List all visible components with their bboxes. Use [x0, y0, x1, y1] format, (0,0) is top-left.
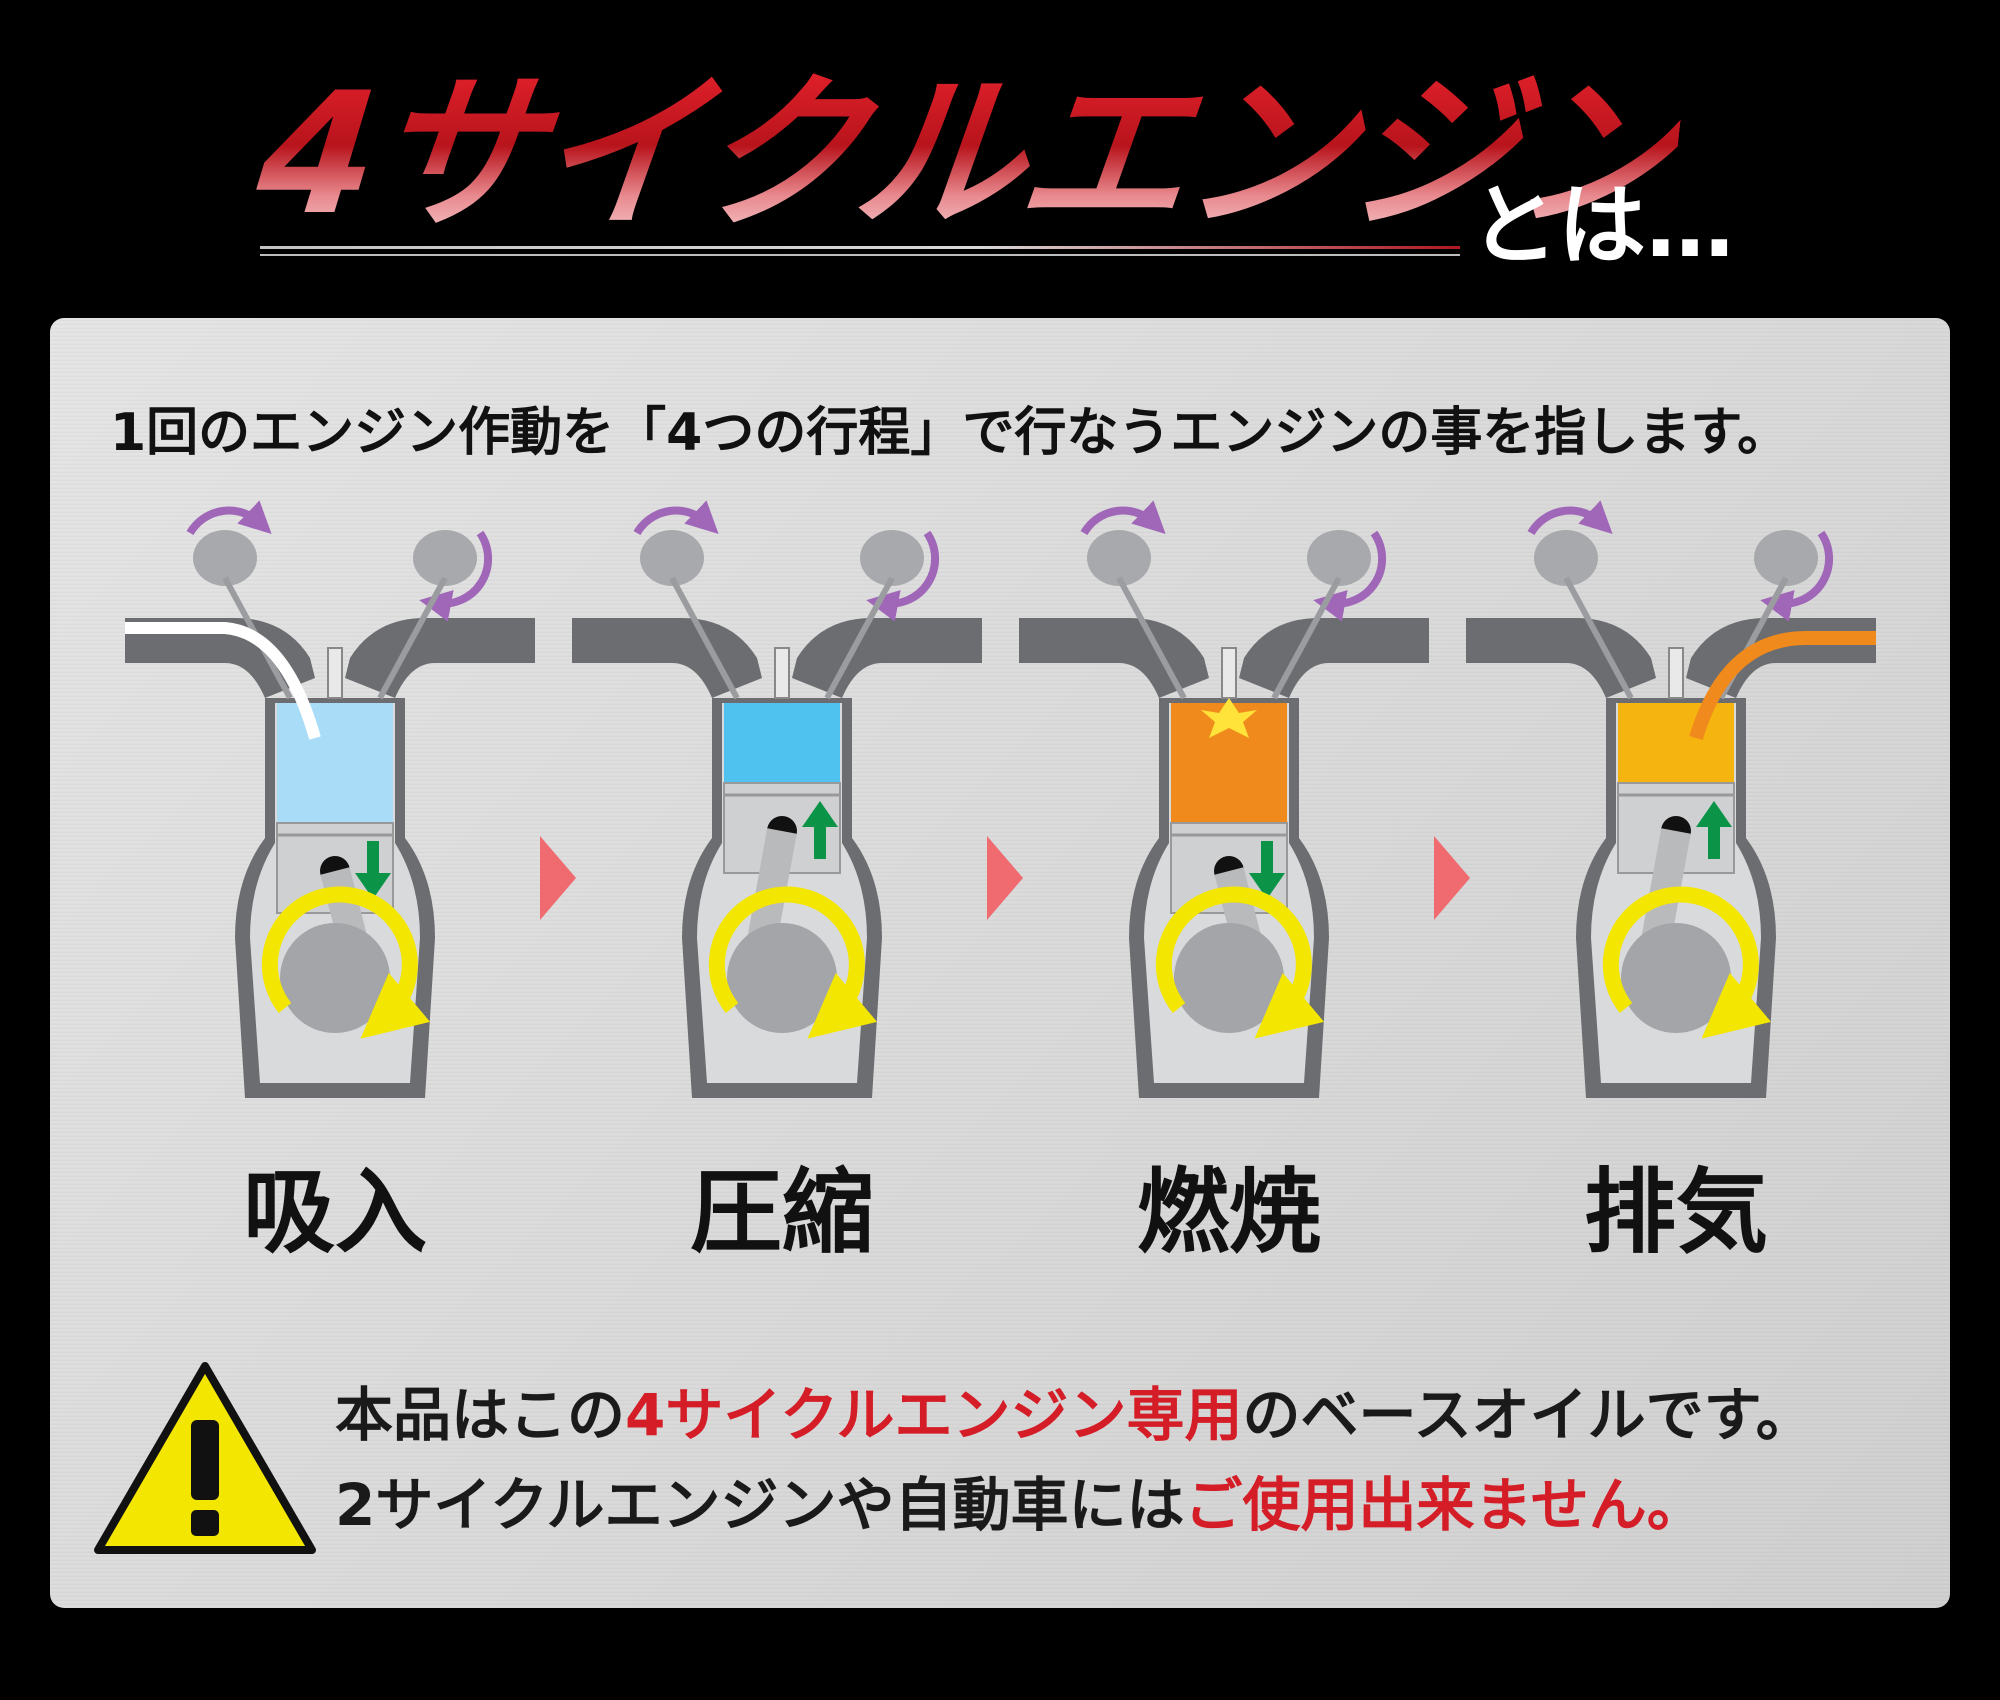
intake-port [572, 618, 762, 698]
exhaust-cam-rotation-arrow [1313, 530, 1387, 622]
intake-port [125, 618, 315, 698]
crank-rotation-arrow [708, 886, 878, 1039]
crankshaft [280, 923, 390, 1033]
crankshaft [727, 923, 837, 1033]
piston-up-arrow [1696, 801, 1732, 859]
crankshaft [1621, 923, 1731, 1033]
intake-valve [1563, 576, 1634, 700]
combustion-chamber [277, 703, 393, 823]
intake-flow-arrow [125, 622, 321, 740]
crank-rotation-arrow [1602, 886, 1772, 1039]
crank-rotation-arrow [1155, 886, 1325, 1039]
stage-separator-arrow [1434, 836, 1470, 920]
intake-port [1019, 618, 1209, 698]
intake-cam [1087, 530, 1151, 586]
note-1-text-a: 本品はこの [335, 1381, 626, 1449]
content-panel: 1回のエンジン作動を「4つの行程」で行なうエンジンの事を指します。 吸入 圧縮 … [50, 318, 1950, 1608]
engine-cycle-diagram [125, 500, 1876, 1098]
exhaust-port [1239, 618, 1429, 698]
exhaust-valve [377, 576, 448, 700]
title-underline-thin [260, 254, 1460, 256]
piston-down-arrow [355, 841, 391, 899]
intake-port [1466, 618, 1656, 698]
note-line-2: 2サイクルエンジンや自動車にはご使用出来ません。 [335, 1458, 1955, 1542]
stage-label-intake: 吸入 [242, 1159, 427, 1266]
stage-label-compression: 圧縮 [689, 1159, 874, 1266]
stage-intake [125, 500, 535, 1098]
crank-rotation-arrow [261, 886, 431, 1039]
title-suffix: とは… [1470, 174, 1735, 277]
note-2-text-a: 2サイクルエンジンや自動車には [335, 1471, 1185, 1539]
stage-compression [572, 500, 982, 1098]
exhaust-port [792, 618, 982, 698]
piston-up-arrow [802, 801, 838, 859]
intake-cam-rotation-arrow [186, 500, 272, 536]
stage-separator-arrow [540, 836, 576, 920]
spark-plug [1668, 647, 1684, 699]
intake-cam-rotation-arrow [1080, 500, 1166, 536]
stage-label-combustion: 燃焼 [1136, 1159, 1321, 1266]
exhaust-port [345, 618, 535, 698]
note-1-highlight: 4サイクルエンジン専用 [625, 1381, 1243, 1449]
note-2-highlight: ご使用出来ません。 [1184, 1471, 1705, 1539]
stage-exhaust [1466, 500, 1876, 1098]
piston-down-arrow [1249, 841, 1285, 899]
page-title: 4サイクルエンジン とは… [250, 56, 1780, 277]
exhaust-cam [1754, 530, 1818, 586]
exhaust-cam-rotation-arrow [866, 530, 940, 622]
title-underline [260, 246, 1460, 249]
combustion-chamber [1618, 703, 1734, 783]
exhaust-valve [1271, 576, 1342, 700]
exhaust-cam [1307, 530, 1371, 586]
exhaust-cam-rotation-arrow [1760, 530, 1834, 622]
intake-cam [1534, 530, 1598, 586]
exhaust-cam [860, 530, 924, 586]
intake-cam [193, 530, 257, 586]
note-line-1: 本品はこの4サイクルエンジン専用のベースオイルです。 [335, 1368, 1955, 1452]
combustion-chamber [724, 703, 840, 783]
intake-cam [640, 530, 704, 586]
spark-plug [327, 647, 343, 699]
exhaust-flow-arrow [1689, 631, 1876, 741]
exhaust-valve [824, 576, 895, 700]
warning-icon [94, 1362, 316, 1554]
ignition-spark [1201, 698, 1257, 738]
stage-label-exhaust: 排気 [1583, 1159, 1768, 1266]
lead-text: 1回のエンジン作動を「4つの行程」で行なうエンジンの事を指します。 [110, 403, 1790, 463]
crankshaft [1174, 923, 1284, 1033]
spark-plug [1221, 647, 1237, 699]
exhaust-cam-rotation-arrow [419, 530, 493, 622]
note-1-text-c: のベースオイルです。 [1242, 1381, 1814, 1449]
stage-combustion [1019, 500, 1429, 1098]
intake-valve [1116, 576, 1187, 700]
intake-cam-rotation-arrow [1527, 500, 1613, 536]
stage-separator-arrow [987, 836, 1023, 920]
intake-valve [669, 576, 740, 700]
exhaust-cam [413, 530, 477, 586]
intake-cam-rotation-arrow [633, 500, 719, 536]
spark-plug [774, 647, 790, 699]
